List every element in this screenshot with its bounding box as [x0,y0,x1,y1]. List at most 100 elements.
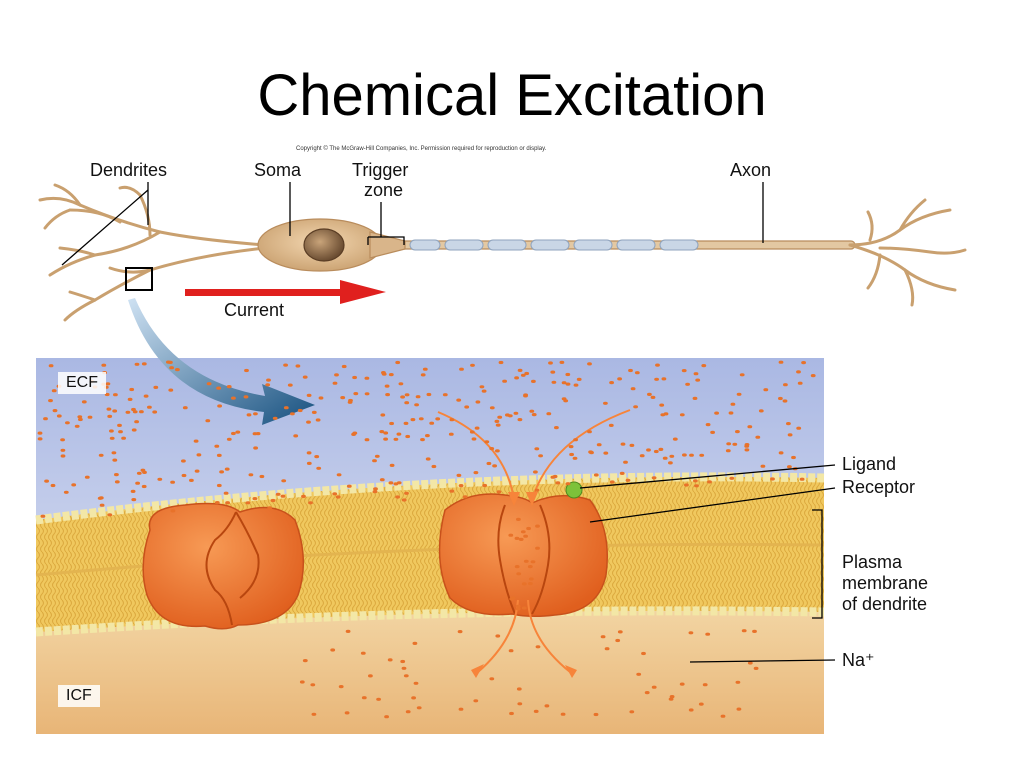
sodium-ion [206,382,212,386]
label-icf: ICF [58,685,100,707]
zoom-arrow [128,298,315,425]
sodium-ion [679,413,685,417]
dendrite-zoom-box [125,267,153,291]
label-ecf: ECF [58,372,106,394]
sodium-ion [609,381,614,385]
sodium-ion [223,491,229,495]
sodium-ion [505,413,510,417]
sodium-ion [403,421,409,425]
sodium-ion [106,407,112,411]
sodium-ion [521,582,527,586]
sodium-ion [107,513,113,517]
sodium-ion [330,648,336,652]
sodium-ion [600,635,606,639]
sodium-ion [265,383,271,387]
sodium-ion [651,685,657,689]
label-plasma-3: of dendrite [842,594,928,614]
neuron-leader-lines [61,182,764,266]
sodium-ion [396,481,402,485]
sodium-ion [352,375,357,380]
sodium-ion [565,382,571,386]
sodium-ion [246,413,252,417]
sodium-ion [181,473,187,478]
sodium-ion [752,629,757,634]
sodium-ion [634,371,640,375]
sodium-ion [497,415,503,419]
sodium-ion [702,683,708,687]
sodium-ion [311,410,317,414]
sodium-ion [531,413,537,417]
sodium-ion [111,451,117,455]
sodium-ion [699,453,705,457]
sodium-ion [668,697,674,701]
label-trigger-zone-1: Trigger [352,160,409,180]
sodium-ion [372,459,377,463]
sodium-ion [449,418,455,422]
sodium-ion [473,471,479,475]
sodium-ion [396,432,402,436]
sodium-ion [60,438,65,442]
sodium-ion [131,428,137,432]
sodium-ion [679,682,685,686]
sodium-ion [104,392,110,397]
label-plasma-2: membrane [842,573,929,593]
sodium-ion [495,634,501,638]
sodium-ion [235,430,241,434]
sodium-ion [306,461,312,465]
sodium-ion [650,395,656,399]
sodium-ion [442,393,448,397]
sodium-ion [572,456,578,460]
sodium-ion [270,498,276,503]
sodium-ion [569,452,574,457]
sodium-ion [462,495,468,499]
sodium-ion [449,489,455,493]
sodium-ion [658,447,664,451]
sodium-ion [283,363,288,367]
sodium-ion [753,666,759,671]
sodium-ion [669,454,675,458]
sodium-ion [353,392,359,396]
sodium-ion [508,533,514,537]
sodium-ion [456,473,462,477]
sodium-ion [502,379,507,383]
sodium-ion [514,536,520,541]
sodium-ion [97,496,103,500]
sodium-ion [725,449,731,453]
sodium-ion [334,373,339,377]
sodium-ion [555,481,561,485]
ligand-gated-channel [438,493,609,618]
sodium-ion [118,430,123,434]
sodium-ion [588,450,593,454]
sodium-ion [169,366,175,370]
sodium-ion [405,434,411,439]
sodium-ion [617,377,622,381]
sodium-ion [121,436,126,440]
sodium-ion [458,484,464,488]
sodium-ion [114,480,120,484]
label-dendrites: Dendrites [90,160,168,180]
sodium-ion [372,490,378,494]
slide-title: Chemical Excitation [257,63,767,128]
sodium-ion [84,475,90,479]
sodium-ion [464,405,470,409]
sodium-ion [170,480,176,484]
sodium-ion [514,565,520,569]
sodium-ion [726,442,732,446]
sodium-ion [732,442,738,446]
sodium-ion [44,479,49,483]
sodium-ion [52,409,58,413]
sodium-ion [641,651,646,656]
sodium-ion [475,400,481,404]
sodium-ion [315,418,321,422]
sodium-ion [182,406,188,410]
sodium-ion [141,484,147,489]
sodium-ion [48,364,54,368]
sodium-ion [517,418,523,422]
sodium-ion [127,397,133,401]
sodium-ion [388,373,394,377]
sodium-ion [655,363,660,367]
sodium-ion [730,402,736,406]
sodium-ion [244,368,249,373]
membrane-leader-lines [579,464,836,663]
sodium-ion [528,582,533,586]
